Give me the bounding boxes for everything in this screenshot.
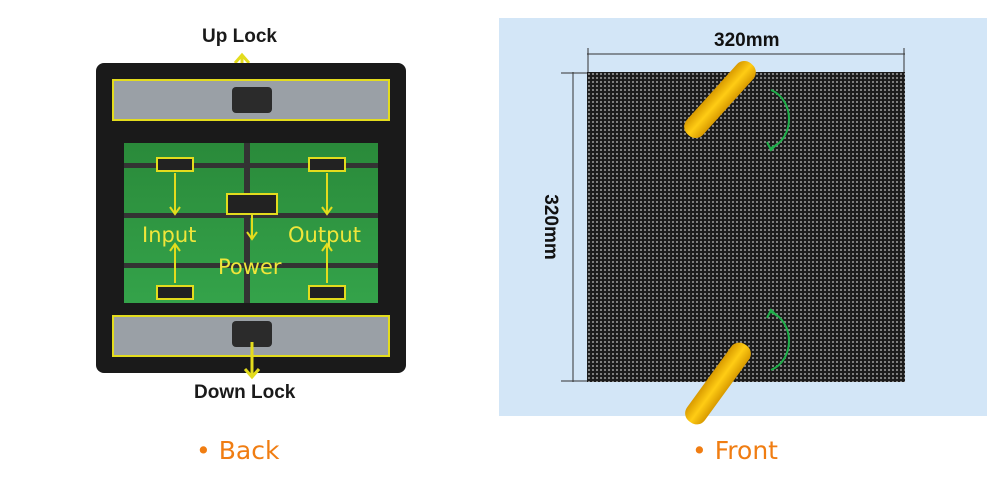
led-module-back: Input Output Power <box>96 63 406 373</box>
front-caption: •Front <box>692 436 778 465</box>
output-connector-top <box>308 157 346 172</box>
height-dimension-label: 320mm <box>539 194 561 260</box>
bullet-icon: • <box>196 436 211 465</box>
turn-arrow-upper-icon <box>766 89 790 152</box>
output-label: Output <box>288 223 361 247</box>
led-module-front <box>587 72 905 382</box>
input-connector-bottom <box>156 285 194 300</box>
connector-arrows <box>169 173 333 283</box>
width-dimension-label: 320mm <box>714 30 780 51</box>
frame-rib <box>124 263 378 268</box>
arrow-down-icon <box>243 342 261 380</box>
turn-arrow-lower-icon <box>766 308 790 371</box>
bullet-icon: • <box>692 436 707 465</box>
frame-rib <box>124 163 378 168</box>
up-lock-label: Up Lock <box>202 26 277 47</box>
frame-rib <box>244 143 250 303</box>
input-label: Input <box>142 223 197 247</box>
down-lock-label: Down Lock <box>194 382 296 403</box>
upper-lock-bar <box>112 79 390 121</box>
front-caption-text: Front <box>714 436 778 465</box>
back-caption-text: Back <box>218 436 280 465</box>
input-connector-top <box>156 157 194 172</box>
back-caption: •Back <box>196 436 279 465</box>
width-dimension-line <box>587 48 905 72</box>
front-view-panel: 320mm 320mm <box>499 18 987 429</box>
output-connector-bottom <box>308 285 346 300</box>
back-view-panel: Up Lock Input Output <box>12 18 498 416</box>
power-label: Power <box>218 255 282 279</box>
power-connector <box>226 193 278 215</box>
lock-latch <box>232 87 272 113</box>
height-dimension-line <box>561 72 587 382</box>
